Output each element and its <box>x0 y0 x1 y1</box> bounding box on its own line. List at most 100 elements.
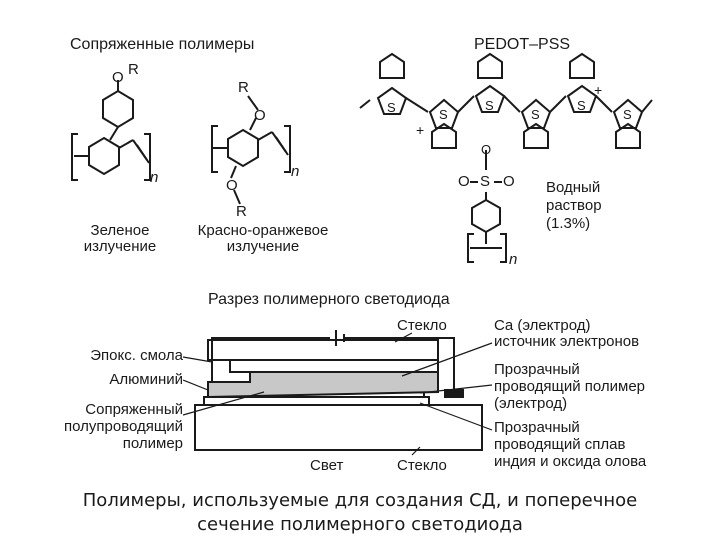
aqueous-label-line-2: раствор <box>546 197 602 214</box>
pss-s-label: S <box>480 173 491 190</box>
red-n-subscript: n <box>291 163 300 180</box>
benzene-ring <box>471 198 501 234</box>
thiophene-ring-6 <box>612 98 644 129</box>
pss-structure <box>467 150 507 263</box>
bond-r-o-top <box>247 95 259 111</box>
leader-glass-bottom <box>411 446 421 456</box>
bond-ring-ring <box>109 126 119 141</box>
leader-glass-top <box>394 332 413 343</box>
bracket-left <box>467 233 474 263</box>
glass-bottom-label: Стекло <box>397 457 447 474</box>
thiophene-ring-2 <box>428 98 460 129</box>
link-3-4 <box>503 95 521 113</box>
vinyl-bond-double <box>136 144 150 164</box>
wire-right <box>344 337 455 392</box>
link-5-6 <box>595 95 613 113</box>
ito-label-line-3: индия и оксида олова <box>494 453 647 470</box>
pedot-plus-1: + <box>416 122 425 138</box>
led-cross-section <box>182 330 493 456</box>
green-emission-label-line-2: излучение <box>83 238 157 255</box>
dioxane-ring-3 <box>477 52 503 79</box>
epoxy-label: Эпокс. смола <box>90 347 183 364</box>
epoxy-layer <box>229 359 439 373</box>
vinyl-bond-double <box>275 136 289 156</box>
leader-aluminum <box>182 379 209 391</box>
leader-transparent-polymer <box>419 384 493 394</box>
bond-ring-o-bottom <box>230 165 237 179</box>
green-r-label: R <box>128 61 139 78</box>
pedot-s-1: S <box>387 100 396 115</box>
red-r-top-label: R <box>238 79 249 96</box>
green-n-subscript: n <box>150 169 159 186</box>
pss-o-top-label: O <box>481 142 492 157</box>
thiophene-ring-4 <box>520 98 552 129</box>
thiophene-ring-5 <box>566 84 598 113</box>
methyl-end-right <box>641 99 653 113</box>
red-o-bottom-label: O <box>226 177 238 194</box>
ca-label-line-2: источник электронов <box>494 333 640 350</box>
bracket-right <box>500 233 507 263</box>
bond-o-r-bottom <box>233 189 241 205</box>
section-title: Разрез полимерного светодиода <box>208 291 450 308</box>
thiophene-ring-3 <box>474 84 506 113</box>
vinyl-bond-1 <box>118 139 134 149</box>
link-1-2 <box>405 97 429 113</box>
wire-left <box>211 337 330 382</box>
caption-line-2: сечение полимерного светодиода <box>197 514 523 535</box>
aluminum-label: Алюминий <box>109 371 183 388</box>
red-r-bottom-label: R <box>236 203 247 220</box>
leader-ca <box>401 342 493 377</box>
pedot-plus-2: + <box>594 82 603 98</box>
ito-label-line-2: проводящий сплав <box>494 436 626 453</box>
pss-n-subscript: n <box>509 251 518 268</box>
pss-o-right-label: O <box>503 173 515 190</box>
light-label: Свет <box>310 457 344 474</box>
dioxane-ring-5 <box>569 52 595 79</box>
dioxane-ring-6 <box>615 122 641 149</box>
pedot-s-2: S <box>439 107 448 122</box>
pedot-s-4: S <box>531 107 540 122</box>
bracket-right <box>284 125 291 173</box>
red-emission-label-line-2: излучение <box>226 238 300 255</box>
backbone-ring <box>88 136 120 176</box>
vinyl-bond-1 <box>257 131 273 141</box>
transparent-polymer-label-line-1: Прозрачный <box>494 361 580 378</box>
glass-top-label: Стекло <box>397 317 447 334</box>
pedot-s-3: S <box>485 98 494 113</box>
link-2-3 <box>457 95 475 113</box>
leader-ito <box>419 402 493 431</box>
glass-cover <box>207 339 439 361</box>
bracket-left <box>71 133 78 181</box>
leader-semiconductor <box>182 391 265 416</box>
transparent-polymer-label-line-3: (электрод) <box>494 395 568 412</box>
dioxane-ring-4 <box>523 122 549 149</box>
backbone-ring <box>227 128 259 168</box>
pss-o-left-label: O <box>458 173 470 190</box>
leader-epoxy <box>182 356 213 363</box>
dioxane-ring-1 <box>379 52 405 79</box>
aqueous-label-line-3: (1.3%) <box>546 215 591 232</box>
semiconductor-label-line-1: Сопряженный <box>85 401 183 418</box>
red-orange-polymer-structure <box>211 95 291 205</box>
pedot-s-6: S <box>623 107 632 122</box>
conjugated-polymers-title: Сопряженные полимеры <box>70 36 255 53</box>
semiconductor-label-line-3: полимер <box>122 435 183 452</box>
dioxane-ring-2 <box>431 122 457 149</box>
pedot-s-5: S <box>577 98 586 113</box>
transparent-polymer-label-line-2: проводящий полимер <box>494 378 646 395</box>
pedot-pss-title: PEDOT–PSS <box>474 36 571 53</box>
thiophene-ring-1 <box>376 86 408 115</box>
bracket-right <box>144 133 151 181</box>
green-emission-label-line-1: Зеленое <box>90 222 150 239</box>
aqueous-label-line-1: Водный <box>546 179 601 196</box>
semiconductor-label-line-2: полупроводящий <box>64 418 183 435</box>
phenyl-ring <box>102 89 134 129</box>
caption-line-1: Полимеры, используемые для создания СД, … <box>82 490 638 511</box>
ito-layer <box>203 396 430 406</box>
red-emission-label-line-1: Красно-оранжевое <box>197 222 329 239</box>
red-o-top-label: O <box>254 107 266 124</box>
glass-substrate <box>194 404 483 451</box>
link-4-5 <box>549 95 567 113</box>
green-o-label: O <box>112 69 124 86</box>
